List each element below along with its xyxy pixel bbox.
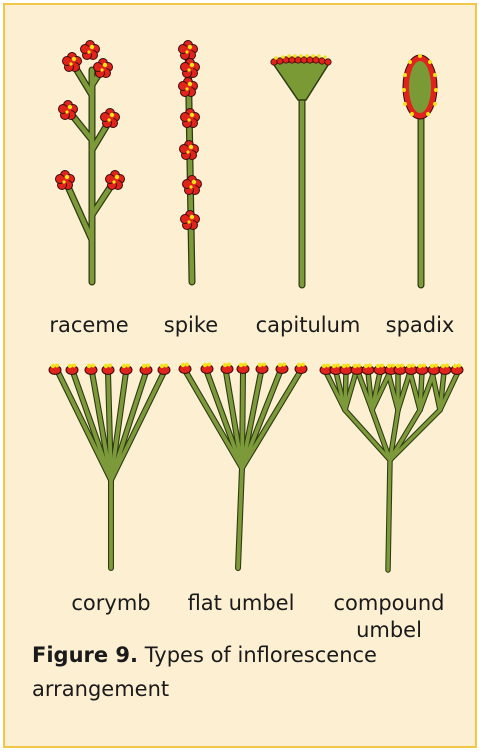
- spike-diagram: [179, 41, 202, 283]
- label-spike: spike: [148, 312, 234, 338]
- label-corymb: corymb: [56, 590, 166, 616]
- label-compound-umbel-line1: compound: [320, 590, 458, 616]
- compound-umbel-diagram: [320, 364, 463, 571]
- figure-number: Figure 9.: [32, 643, 138, 667]
- flat-umbel-diagram: [179, 363, 307, 569]
- label-capitulum: capitulum: [246, 312, 370, 338]
- corymb-diagram: [49, 364, 170, 569]
- label-flat-umbel: flat umbel: [176, 590, 306, 616]
- label-spadix: spadix: [370, 312, 470, 338]
- figure-caption: Figure 9. Types of inflorescence arrange…: [32, 638, 452, 706]
- raceme-diagram: [56, 41, 125, 283]
- spadix-diagram: [402, 54, 438, 285]
- label-raceme: raceme: [34, 312, 144, 338]
- capitulum-diagram: [271, 54, 331, 285]
